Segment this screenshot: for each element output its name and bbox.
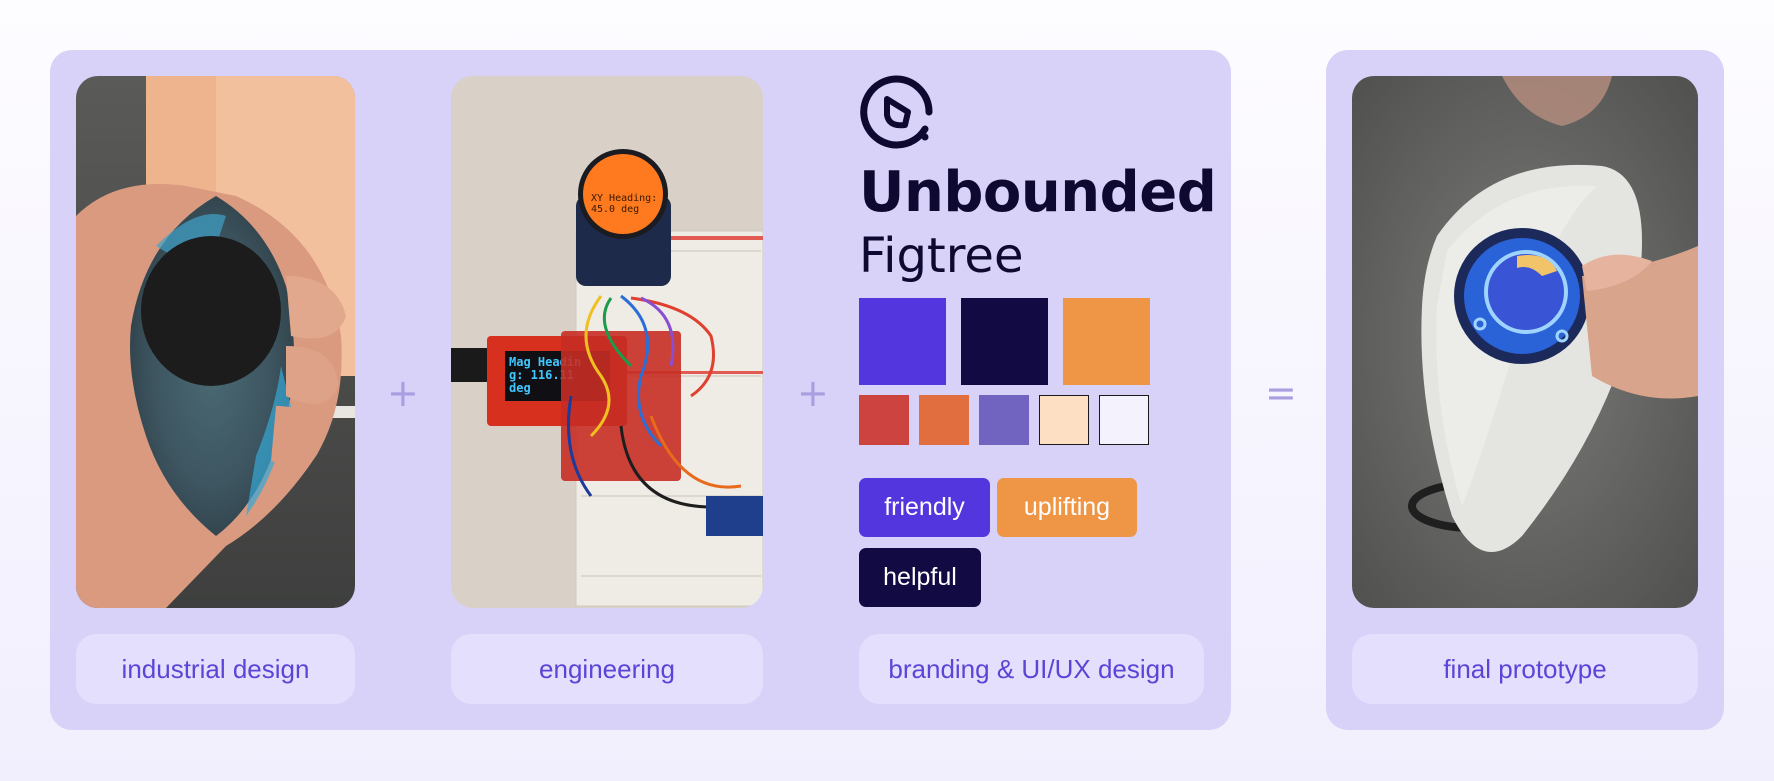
plus-operator-2: + (797, 371, 829, 415)
compass-logo-icon (859, 75, 933, 149)
tag-friendly: friendly (859, 478, 990, 537)
label-engineering: engineering (451, 634, 763, 704)
body-font-sample: Figtree (859, 228, 1024, 284)
secondary-swatch (979, 395, 1029, 445)
oled-text-3: deg (509, 381, 531, 395)
primary-swatch (859, 298, 946, 385)
industrial-design-photo (76, 76, 355, 608)
secondary-swatch (919, 395, 969, 445)
label-industrial-design: industrial design (76, 634, 355, 704)
tag-uplifting: uplifting (997, 478, 1137, 537)
final-prototype-photo (1352, 76, 1698, 608)
engineering-photo: XY Heading: 45.0 deg Mag Headin g: 116.1… (451, 76, 763, 608)
secondary-swatch (859, 395, 909, 445)
secondary-swatch (1039, 395, 1089, 445)
round-display-text-2: 45.0 deg (591, 204, 639, 215)
oled-text-2: g: 116.11 (509, 368, 574, 382)
primary-swatch (961, 298, 1048, 385)
heading-font-sample: Unbounded (859, 160, 1217, 225)
primary-swatch (1063, 298, 1150, 385)
tag-helpful: helpful (859, 548, 981, 607)
equals-operator: = (1265, 371, 1297, 415)
secondary-swatch (1099, 395, 1149, 445)
round-display-text-1: XY Heading: (591, 193, 657, 204)
label-final-prototype: final prototype (1352, 634, 1698, 704)
label-branding: branding & UI/UX design (859, 634, 1204, 704)
plus-operator-1: + (387, 371, 419, 415)
